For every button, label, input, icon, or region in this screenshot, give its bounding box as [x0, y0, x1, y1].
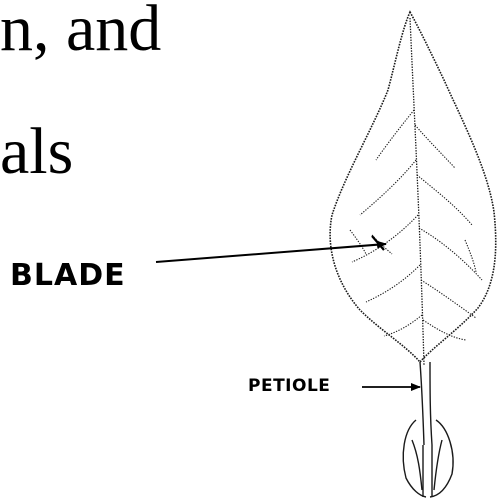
leaf-stipules [403, 420, 453, 497]
leaf-petiole [420, 362, 432, 445]
blade-label: BLADE [10, 258, 126, 293]
leaf-blade-outline [330, 12, 496, 362]
petiole-label: PETIOLE [248, 376, 330, 396]
leaf-midrib [410, 18, 424, 365]
blade-arrow [156, 244, 386, 262]
